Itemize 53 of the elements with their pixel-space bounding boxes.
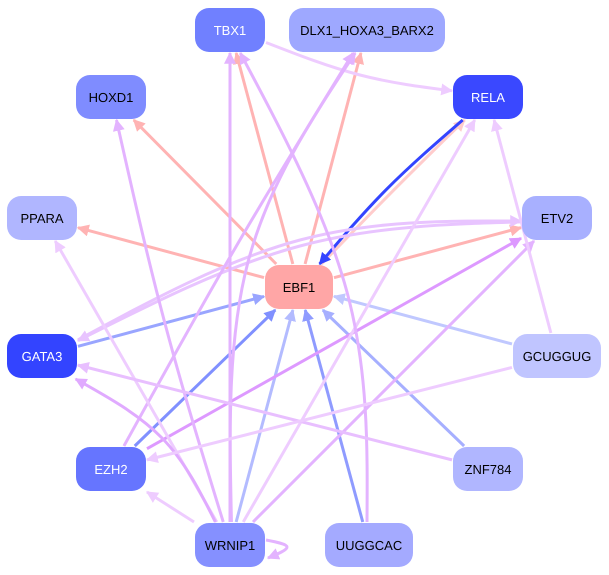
gene-node — [265, 265, 333, 309]
arrow — [122, 52, 354, 447]
node-label: TBX1 — [214, 22, 246, 38]
node-label: ETV2 — [540, 210, 574, 226]
arrow — [228, 52, 356, 522]
arrow — [252, 240, 536, 524]
arrow — [233, 52, 294, 264]
arrow — [242, 118, 476, 523]
arrow — [265, 41, 454, 96]
arrow — [304, 52, 364, 264]
gene-node — [325, 523, 413, 567]
gene-node — [453, 447, 523, 491]
node-label: RELA — [471, 90, 505, 104]
node-label: DLX1_HOXA3_BARX2 — [300, 22, 434, 38]
node-label: GCUGGUG — [522, 348, 592, 364]
arrow — [113, 118, 225, 522]
gene-node — [7, 196, 77, 240]
node-label: UUGGCAC — [336, 538, 402, 552]
gene-node — [76, 75, 146, 119]
arrow — [146, 366, 512, 464]
gene-node — [289, 8, 445, 52]
gene-node — [195, 523, 265, 567]
arrow — [76, 224, 264, 280]
node-label: EBF1 — [282, 280, 316, 294]
node-label: EZH2 — [94, 462, 128, 476]
node-label: ZNF784 — [464, 462, 512, 476]
arrow — [146, 490, 195, 524]
gene-node — [522, 196, 592, 240]
gene-node — [195, 8, 265, 52]
node-label: PPARA — [20, 210, 64, 226]
gene-node — [76, 447, 146, 491]
arrow — [332, 293, 512, 346]
arrow — [302, 308, 364, 522]
arrow — [334, 224, 522, 280]
node-label: HOXD1 — [88, 90, 134, 104]
node-label: WRNIP1 — [204, 538, 256, 552]
arrow — [266, 538, 288, 560]
arrow — [132, 118, 278, 266]
gene-node — [453, 75, 523, 119]
arrow — [224, 52, 236, 522]
arrow — [322, 308, 466, 448]
arrow — [76, 362, 452, 462]
gene-node — [513, 334, 601, 378]
node-label: GATA3 — [22, 348, 62, 364]
arrow — [54, 240, 218, 523]
arrow — [491, 118, 552, 334]
arrow — [238, 52, 369, 522]
arrow — [134, 308, 276, 448]
gene-node — [7, 334, 77, 378]
arrow — [74, 378, 217, 523]
arrow — [146, 236, 522, 450]
arrow — [234, 308, 296, 522]
arrow — [78, 293, 266, 348]
